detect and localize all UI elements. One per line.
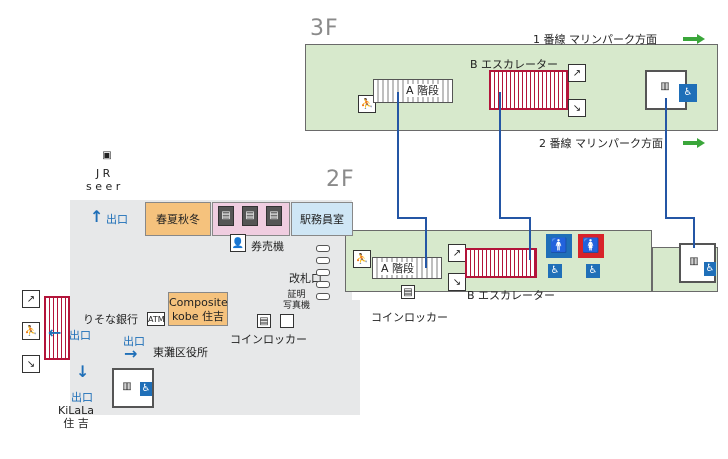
exit-label-jr: 出口 xyxy=(106,213,128,226)
escalator-down-icon: ↘ xyxy=(22,355,40,373)
arrow-right-icon xyxy=(683,34,705,44)
escalator-down-icon: ↘ xyxy=(448,273,466,291)
atm-label: りそな銀行 xyxy=(83,313,138,326)
platform-line1-label: 1 番線 マリンパーク方面 xyxy=(533,33,657,46)
connector-stairs-a xyxy=(397,92,427,268)
stairs-a-label-2f: A 階段 xyxy=(379,262,417,275)
stairs-icon: ⛹ xyxy=(358,95,376,113)
photo-booth-icon xyxy=(280,314,294,328)
connector-escalator-b xyxy=(499,92,531,260)
coin-locker-label-concourse: コインロッカー xyxy=(230,333,307,346)
ticket-gate xyxy=(316,269,330,276)
ticket-machine-icon: ▤ xyxy=(218,206,234,226)
escalator-b-label-2f: B エスカレーター xyxy=(467,289,556,302)
ticket-machine-icon: ▤ xyxy=(266,206,282,226)
coin-locker-label-platform: コインロッカー xyxy=(371,311,448,324)
wheelchair-icon: ♿ xyxy=(704,262,716,276)
atm-icon: ATM xyxy=(147,312,165,326)
elevator-icon: ▥ xyxy=(118,378,136,396)
exit-right-arrow: → xyxy=(124,344,138,363)
ticket-buyer-icon: 👤 xyxy=(230,234,246,252)
wheelchair-icon: ♿ xyxy=(586,264,600,278)
stairs-icon: ⛹ xyxy=(22,322,40,340)
connector-elevator xyxy=(665,98,695,248)
escalator-left xyxy=(44,296,70,360)
ticket-machine-icon: ▤ xyxy=(242,206,258,226)
ticket-machine-label: 券売機 xyxy=(251,240,284,253)
exit-kilala-label: KiLaLa 住 吉 xyxy=(58,404,95,430)
wheelchair-icon: ♿ xyxy=(140,382,152,396)
escalator-down-icon: ↘ xyxy=(568,99,586,117)
wheelchair-icon: ♿ xyxy=(548,264,562,278)
exit-left-arrow: ← xyxy=(48,323,62,342)
ticket-gate xyxy=(316,281,330,288)
elevator-icon: ▥ xyxy=(685,253,703,271)
womens-restroom-icon: 🚺 xyxy=(578,234,604,258)
shop-composite: Composite kobe 住吉 xyxy=(168,292,228,326)
station-office: 駅務員室 xyxy=(291,202,353,236)
floor-label-2f: 2F xyxy=(326,167,355,192)
ticket-gate-label: 改札口 xyxy=(289,272,322,285)
platform-line2-label: 2 番線 マリンパーク方面 xyxy=(539,137,663,150)
escalator-b-3f xyxy=(489,70,569,110)
locker-icon: ▤ xyxy=(257,314,271,328)
exit-label-left: 出口 xyxy=(69,329,91,342)
exit-up-arrow: ↑ xyxy=(90,207,104,226)
elevator-icon: ▥ xyxy=(656,78,674,96)
exit-higashinada-label: 東灘区役所 xyxy=(153,346,208,359)
escalator-b-2f xyxy=(465,248,537,278)
photo-booth-label: 証明 写真機 xyxy=(283,290,311,311)
exit-label-kilala: 出口 xyxy=(71,391,93,404)
mens-restroom-icon: 🚹 xyxy=(546,234,572,258)
stairs-icon: ⛹ xyxy=(353,250,371,268)
floor-label-3f: 3F xyxy=(310,16,339,41)
arrow-right-icon xyxy=(683,138,705,148)
escalator-up-icon: ↗ xyxy=(568,64,586,82)
exit-down-arrow: ↓ xyxy=(76,362,90,381)
ticket-gate xyxy=(316,245,330,252)
escalator-up-icon: ↗ xyxy=(22,290,40,308)
wheelchair-icon: ♿ xyxy=(679,84,697,102)
ticket-gate xyxy=(316,257,330,264)
locker-icon: ▤ xyxy=(401,285,415,299)
shop-shunka: 春夏秋冬 xyxy=(145,202,211,236)
escalator-b-label-3f: B エスカレーター xyxy=(470,58,559,71)
stairs-a-label-3f: A 階段 xyxy=(404,84,442,97)
train-icon: ▣ xyxy=(99,148,115,164)
exit-label-higashinada: 出口 xyxy=(123,335,145,348)
exit-jr-label: J R s e e r xyxy=(86,167,121,193)
ticket-gate xyxy=(316,293,330,300)
